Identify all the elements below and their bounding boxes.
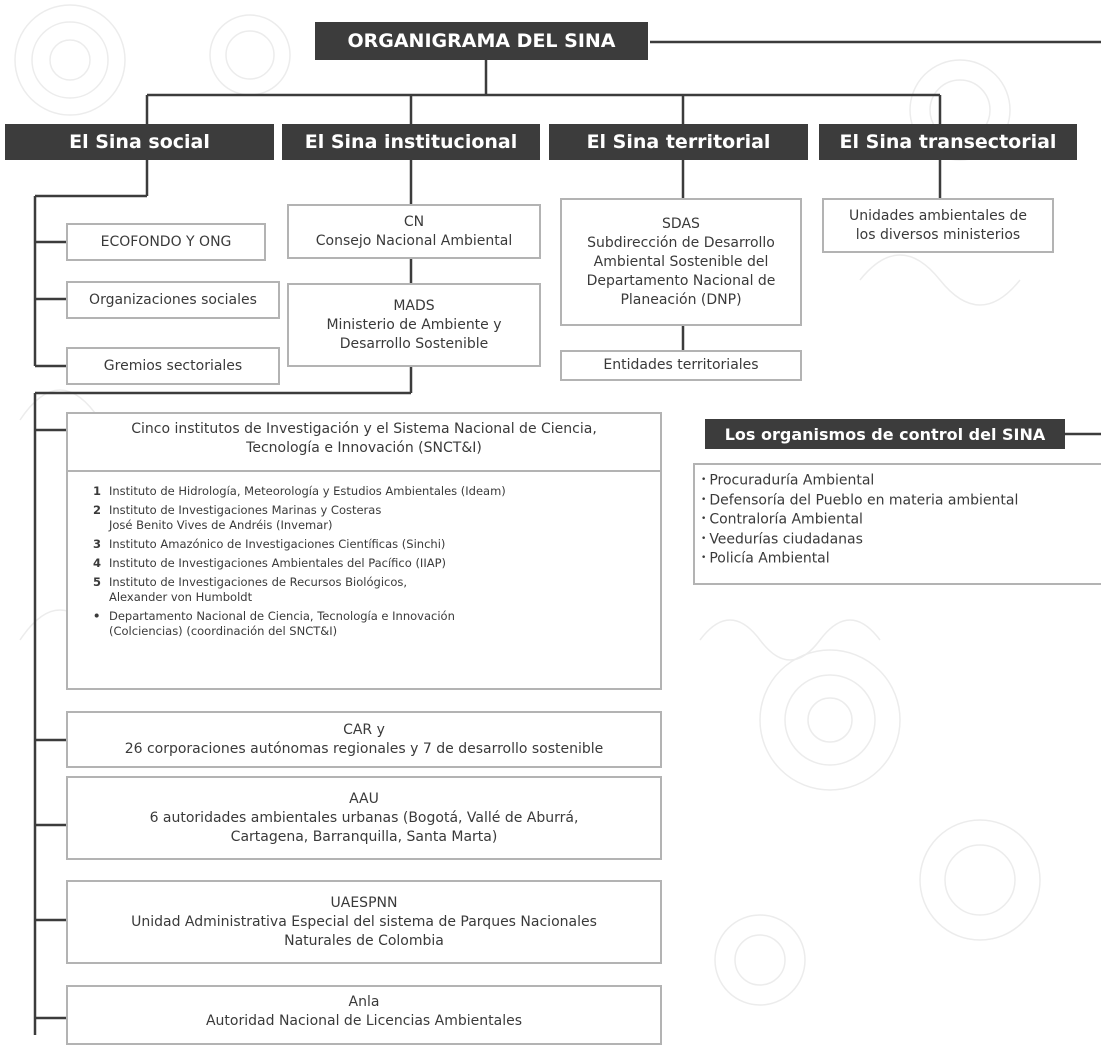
car-desc: 26 corporaciones autónomas regionales y … xyxy=(124,740,604,757)
sdas-line: Planeación (DNP) xyxy=(620,291,742,308)
mads-abbr: MADS xyxy=(393,297,435,314)
entidades-label: Entidades territoriales xyxy=(603,357,759,373)
anla-box: Anla Autoridad Nacional de Licencias Amb… xyxy=(66,985,662,1045)
institute-item: 5 Instituto de Investigaciones de Recurs… xyxy=(93,575,658,605)
unidades-line2: los diversos ministerios xyxy=(855,226,1021,243)
institute-item: 2 Instituto de Investigaciones Marinas y… xyxy=(93,503,658,533)
institutes-heading-line2: Tecnología e Innovación (SNCT&I) xyxy=(246,440,482,456)
institute-text: (Colciencias) (coordinación del SNCT&I) xyxy=(109,624,338,638)
sdas-box: SDAS Subdirección de Desarrollo Ambienta… xyxy=(560,198,802,326)
social-item-organizaciones: Organizaciones sociales xyxy=(66,281,280,319)
bullet-icon: • xyxy=(701,514,707,524)
aau-box: AAU 6 autoridades ambientales urbanas (B… xyxy=(66,776,662,860)
branch-header-institucional: El Sina institucional xyxy=(282,124,540,160)
institute-bullet: • xyxy=(93,609,101,623)
social-item-label: Gremios sectoriales xyxy=(103,357,243,374)
control-item: •Veedurías ciudadanas xyxy=(701,530,1101,550)
uaespnn-desc-line1: Unidad Administrativa Especial del siste… xyxy=(131,913,597,930)
bullet-icon: • xyxy=(701,553,707,563)
institutes-box: Cinco institutos de Investigación y el S… xyxy=(66,412,662,690)
uaespnn-abbr: UAESPNN xyxy=(330,894,398,911)
cn-box: CN Consejo Nacional Ambiental xyxy=(287,204,541,259)
control-header: Los organismos de control del SINA xyxy=(705,419,1065,449)
unidades-box: Unidades ambientales de los diversos min… xyxy=(822,198,1054,253)
entidades-box: Entidades territoriales xyxy=(560,350,802,381)
institute-item: • Departamento Nacional de Ciencia, Tecn… xyxy=(93,609,658,639)
mads-name-line2: Desarrollo Sostenible xyxy=(339,335,489,352)
institute-text: Alexander von Humboldt xyxy=(109,590,253,604)
control-item: •Defensoría del Pueblo en materia ambien… xyxy=(701,491,1101,511)
control-item-label: Procuraduría Ambiental xyxy=(709,472,875,489)
control-list: •Procuraduría Ambiental •Defensoría del … xyxy=(693,463,1101,585)
institute-number: 3 xyxy=(93,537,102,551)
institutes-divider xyxy=(66,470,662,472)
branch-header-transectorial: El Sina transectorial xyxy=(819,124,1077,160)
aau-desc-line1: 6 autoridades ambientales urbanas (Bogot… xyxy=(149,809,579,826)
uaespnn-desc-line2: Naturales de Colombia xyxy=(284,932,444,949)
anla-abbr: Anla xyxy=(348,994,380,1010)
institute-item: 3 Instituto Amazónico de Investigaciones… xyxy=(93,537,658,552)
institute-text: Instituto de Hidrología, Meteorología y … xyxy=(109,484,506,498)
institute-number: 2 xyxy=(93,503,102,517)
social-item-gremios: Gremios sectoriales xyxy=(66,347,280,385)
anla-desc: Autoridad Nacional de Licencias Ambienta… xyxy=(205,1013,523,1029)
institute-item: 1 Instituto de Hidrología, Meteorología … xyxy=(93,484,658,499)
control-item-label: Veedurías ciudadanas xyxy=(709,531,863,547)
mads-box: MADS Ministerio de Ambiente y Desarrollo… xyxy=(287,283,541,367)
bullet-icon: • xyxy=(701,475,707,485)
chart-title: ORGANIGRAMA DEL SINA xyxy=(315,22,648,60)
car-box: CAR y 26 corporaciones autónomas regiona… xyxy=(66,711,662,768)
control-item: •Procuraduría Ambiental xyxy=(701,471,1101,491)
mads-name-line1: Ministerio de Ambiente y xyxy=(326,316,502,333)
institute-number: 1 xyxy=(93,484,102,498)
control-item-label: Contraloría Ambiental xyxy=(709,511,863,528)
control-item: •Policía Ambiental xyxy=(701,549,1101,569)
cn-name: Consejo Nacional Ambiental xyxy=(315,232,513,249)
institute-text: Instituto de Investigaciones Ambientales… xyxy=(109,556,446,570)
social-item-label: Organizaciones sociales xyxy=(89,291,257,308)
aau-abbr: AAU xyxy=(349,790,379,807)
control-item: •Contraloría Ambiental xyxy=(701,510,1101,530)
bullet-icon: • xyxy=(701,494,707,505)
social-item-label: ECOFONDO Y ONG xyxy=(100,233,232,250)
sdas-line: Subdirección de Desarrollo xyxy=(587,234,775,251)
institute-item: 4 Instituto de Investigaciones Ambiental… xyxy=(93,556,658,571)
social-item-ecofondo: ECOFONDO Y ONG xyxy=(66,223,266,261)
sdas-abbr: SDAS xyxy=(662,215,700,232)
institute-text: Instituto de Investigaciones Marinas y C… xyxy=(109,503,382,517)
branch-header-social: El Sina social xyxy=(5,124,274,160)
institute-text: José Benito Vives de Andréis (Invemar) xyxy=(109,518,333,532)
institutes-heading-line1: Cinco institutos de Investigación y el S… xyxy=(131,421,597,437)
sdas-line: Departamento Nacional de xyxy=(586,272,776,289)
institute-text: Departamento Nacional de Ciencia, Tecnol… xyxy=(109,609,455,623)
control-item-label: Policía Ambiental xyxy=(709,550,830,567)
control-item-label: Defensoría del Pueblo en materia ambient… xyxy=(709,492,1019,508)
institute-number: 5 xyxy=(93,575,102,589)
cn-abbr: CN xyxy=(403,213,425,230)
branch-header-territorial: El Sina territorial xyxy=(549,124,808,160)
sdas-line: Ambiental Sostenible del xyxy=(593,253,769,270)
aau-desc-line2: Cartagena, Barranquilla, Santa Marta) xyxy=(230,828,498,845)
institute-text: Instituto Amazónico de Investigaciones C… xyxy=(109,537,446,551)
uaespnn-box: UAESPNN Unidad Administrativa Especial d… xyxy=(66,880,662,964)
institutes-list: 1 Instituto de Hidrología, Meteorología … xyxy=(93,484,658,643)
car-abbr: CAR y xyxy=(343,721,385,738)
institute-text: Instituto de Investigaciones de Recursos… xyxy=(109,575,408,589)
institute-number: 4 xyxy=(93,556,102,570)
unidades-line1: Unidades ambientales de xyxy=(848,207,1027,224)
bullet-icon: • xyxy=(701,533,707,544)
